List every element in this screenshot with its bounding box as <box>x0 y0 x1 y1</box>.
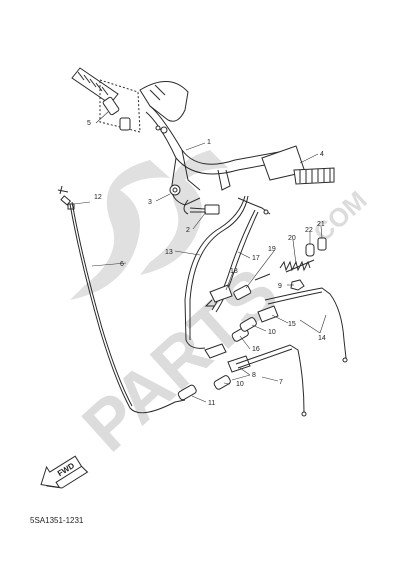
callout-9: 9 <box>278 283 282 290</box>
callout-14: 14 <box>318 335 326 342</box>
callout-10-upper: 10 <box>268 329 276 336</box>
callout-3: 3 <box>148 199 152 206</box>
leader-lines <box>73 111 327 403</box>
callouts: 1 2 3 4 5 6 7 8 9 10 10 11 12 13 14 15 1… <box>87 120 326 407</box>
handlebar <box>139 81 293 206</box>
callout-20: 20 <box>288 235 296 242</box>
bolt-nut <box>169 184 181 196</box>
callout-7: 7 <box>279 379 283 386</box>
callout-1: 1 <box>207 139 211 146</box>
cable-end-12 <box>57 185 75 210</box>
callout-21: 21 <box>317 221 325 228</box>
callout-16: 16 <box>252 346 260 353</box>
callout-18: 18 <box>230 268 238 275</box>
callout-5: 5 <box>87 120 91 127</box>
callout-8: 8 <box>252 372 256 379</box>
clip-8 <box>227 355 251 373</box>
throttle-grip <box>261 145 335 185</box>
clip-15 <box>257 305 279 323</box>
callout-2: 2 <box>186 227 190 234</box>
spring-20 <box>279 259 315 273</box>
cable-7 <box>235 344 307 417</box>
callout-19: 19 <box>268 246 276 253</box>
callout-6: 6 <box>120 261 124 268</box>
cap-22 <box>305 243 315 257</box>
brake-cable-6 <box>69 201 186 414</box>
callout-13: 13 <box>165 249 173 256</box>
nut-9 <box>290 279 305 291</box>
cable-end-11 <box>177 384 197 401</box>
watermark: PARTS .COM <box>68 150 373 466</box>
sleeve-10-lower <box>213 375 231 390</box>
callout-17: 17 <box>252 255 260 262</box>
callout-12: 12 <box>94 194 102 201</box>
watermark-suffix: .COM <box>302 185 373 253</box>
left-grip <box>71 67 141 133</box>
cap-21 <box>317 237 327 251</box>
adjuster-19 <box>233 273 271 300</box>
callout-10-lower: 10 <box>236 381 244 388</box>
brake-cable-14 <box>264 287 348 363</box>
sleeve-10-upper <box>239 317 257 332</box>
catalog-code: 5SA1351-1231 <box>30 516 84 525</box>
callout-4: 4 <box>320 151 324 158</box>
throttle-cable-13 <box>184 195 271 349</box>
callout-15: 15 <box>288 321 296 328</box>
callout-11: 11 <box>208 400 215 407</box>
fwd-arrow: FWD <box>40 455 89 489</box>
callout-22: 22 <box>305 227 313 234</box>
bolt <box>183 199 220 215</box>
